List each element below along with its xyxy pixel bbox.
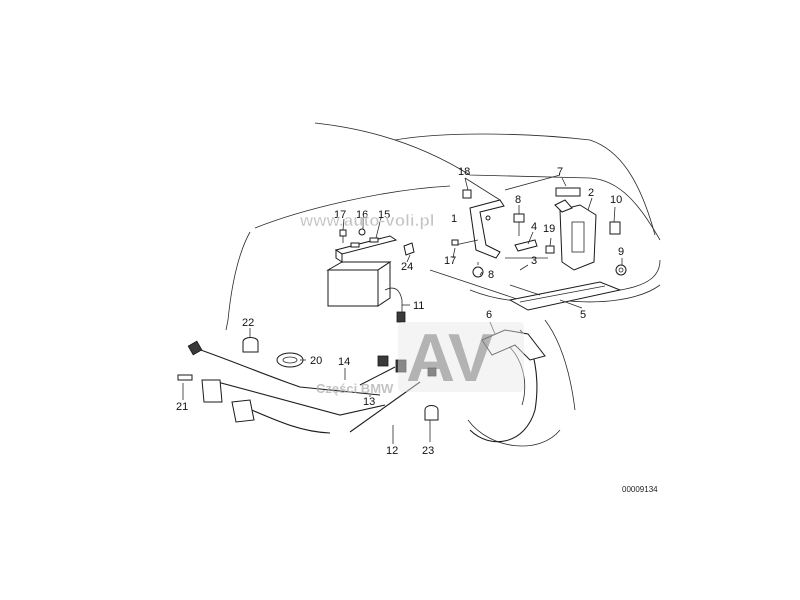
callout-9: 9 xyxy=(618,246,624,258)
watermark-logo: AV xyxy=(406,320,493,396)
callout-2: 2 xyxy=(588,187,594,199)
battery-body xyxy=(327,269,379,307)
callout-15: 15 xyxy=(378,209,390,221)
callout-17b: 17 xyxy=(444,255,456,267)
callout-22: 22 xyxy=(242,317,254,329)
watermark-logo-box xyxy=(398,322,524,392)
battery-assembly xyxy=(326,228,415,323)
callout-4: 4 xyxy=(531,221,537,233)
callout-7: 7 xyxy=(557,166,563,178)
leader-lines xyxy=(182,174,623,444)
callout-11: 11 xyxy=(413,300,424,312)
watermark-caption: Części BMW xyxy=(316,381,394,396)
callout-6: 6 xyxy=(486,309,492,321)
callout-10: 10 xyxy=(610,194,622,206)
diagram-number: 00009134 xyxy=(622,485,658,494)
callout-14: 14 xyxy=(338,356,350,368)
callout-21: 21 xyxy=(176,401,188,413)
callout-24: 24 xyxy=(401,261,413,273)
callout-13: 13 xyxy=(363,396,375,408)
callout-17a: 17 xyxy=(334,209,346,221)
callout-numbers: 1 2 3 4 5 6 7 8 8 9 10 11 12 13 14 15 16… xyxy=(176,166,624,457)
callout-23: 23 xyxy=(422,445,434,457)
callout-5: 5 xyxy=(580,309,586,321)
watermark: www.auto-voli.pl AV Części BMW xyxy=(299,211,524,396)
watermark-url: www.auto-voli.pl xyxy=(299,211,434,230)
callout-8b: 8 xyxy=(488,269,494,281)
callout-16: 16 xyxy=(356,209,368,221)
cable-harness xyxy=(177,337,439,434)
callout-3: 3 xyxy=(531,255,537,267)
callout-20: 20 xyxy=(310,355,322,367)
bracket-1 xyxy=(451,189,505,278)
callout-12: 12 xyxy=(386,445,398,457)
callout-18: 18 xyxy=(458,166,470,178)
control-unit-bracket-2 xyxy=(481,187,627,361)
callout-19: 19 xyxy=(543,223,555,235)
callout-8a: 8 xyxy=(515,194,521,206)
cable-11-connector xyxy=(396,311,406,323)
callout-1: 1 xyxy=(451,213,457,225)
